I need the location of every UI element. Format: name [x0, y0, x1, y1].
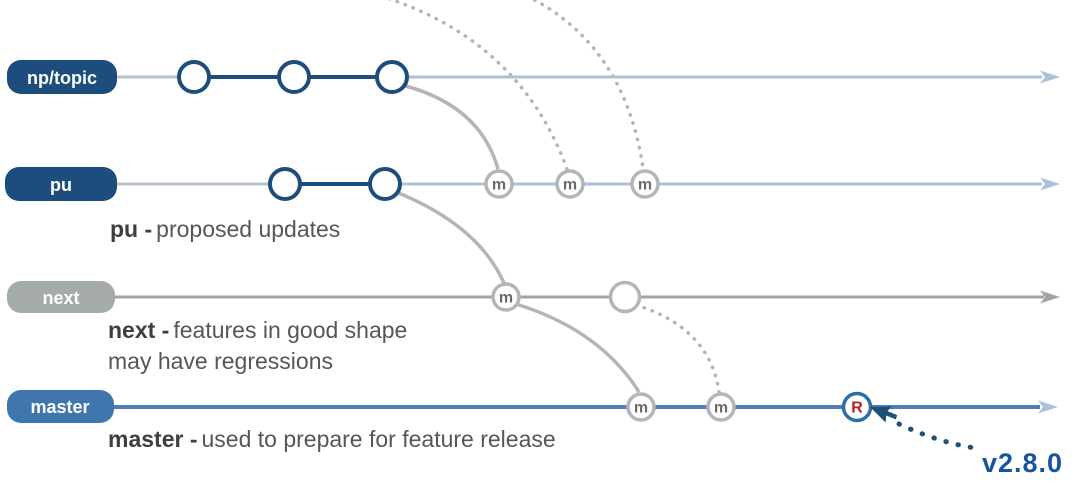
cursor-pointer-icon: [870, 406, 898, 423]
merge-node: m: [630, 169, 660, 199]
branch-label-text: master: [30, 397, 89, 417]
branch-line-next: m: [113, 280, 1060, 314]
release-node: R: [841, 391, 873, 423]
dotted-merge-curve-top-2: [530, 0, 645, 170]
dotted-merge-curve-top-1: [387, 0, 569, 171]
branch-description-line1: next -features in good shape: [108, 315, 407, 346]
dotted-merge-curve-next-to-master: [634, 303, 721, 394]
merge-node-label: m: [634, 400, 648, 417]
branch-label-text: np/topic: [27, 68, 97, 88]
branch-label-pill: [7, 390, 114, 423]
branch-label-text: next: [42, 288, 79, 308]
merge-node: m: [626, 392, 656, 422]
merge-node-label: m: [499, 290, 513, 307]
merge-node-circle: [555, 169, 585, 199]
merge-node: m: [555, 169, 585, 199]
branch-label-pu: pu: [5, 167, 117, 201]
arrow-right-icon: [1040, 177, 1060, 191]
branch-description-bold: next -: [108, 317, 170, 343]
branch-label-master: master: [7, 390, 114, 423]
dotted-pointer-line: [896, 421, 985, 452]
branch-description-line2: may have regressions: [108, 348, 333, 374]
commit-node: [268, 167, 302, 201]
arrow-right-icon: [1040, 70, 1060, 84]
merge-node: m: [491, 282, 521, 312]
branch-label-np-topic: np/topic: [7, 60, 117, 94]
branch-label-next: next: [7, 281, 115, 313]
branch-description-next: next -features in good shape may have re…: [108, 315, 407, 377]
branch-description-bold: pu -: [110, 216, 153, 242]
branch-line-np-topic: [115, 60, 1060, 94]
merge-node-circle: [626, 392, 656, 422]
merge-curves: [387, 0, 721, 394]
arrow-right-icon: [1040, 290, 1060, 304]
branch-description-text: used to prepare for feature release: [201, 426, 556, 452]
branch-description-pu: pu -proposed updates: [110, 214, 340, 245]
release-tag-label: v2.8.0: [982, 448, 1064, 478]
arrow-right-icon: [1038, 400, 1058, 414]
merge-node: m: [706, 392, 736, 422]
merge-node-circle: [491, 282, 521, 312]
merge-node-label: m: [638, 177, 652, 194]
merge-node: m: [484, 169, 514, 199]
branch-label-pill: [7, 60, 117, 94]
branch-line-master: m m R: [113, 391, 1058, 423]
commit-node: [375, 60, 409, 94]
commit-node: [177, 60, 211, 94]
merge-node-label: m: [714, 400, 728, 417]
merge-curve-topic-to-pu: [401, 83, 500, 170]
branch-line-pu: m m m: [115, 167, 1060, 201]
release-node-label: R: [851, 400, 863, 417]
branch-label-text: pu: [50, 175, 72, 195]
merge-node-label: m: [563, 177, 577, 194]
commit-node: [277, 60, 311, 94]
merge-node-circle: [484, 169, 514, 199]
merge-node-circle: [630, 169, 660, 199]
branch-label-pill: [5, 167, 117, 201]
merge-curve-pu-to-next: [395, 190, 506, 284]
merge-curve-next-to-master: [515, 302, 641, 393]
branch-description-master: master -used to prepare for feature rele…: [108, 424, 556, 455]
merge-node-label: m: [492, 177, 506, 194]
branch-description-text: features in good shape: [173, 317, 408, 343]
commit-node: [608, 280, 642, 314]
merge-node-circle: [706, 392, 736, 422]
commit-node: [368, 167, 402, 201]
release-pointer: [870, 406, 985, 452]
branch-label-pill: [7, 281, 115, 313]
branch-description-text: proposed updates: [156, 216, 341, 242]
branch-description-bold: master -: [108, 426, 198, 452]
